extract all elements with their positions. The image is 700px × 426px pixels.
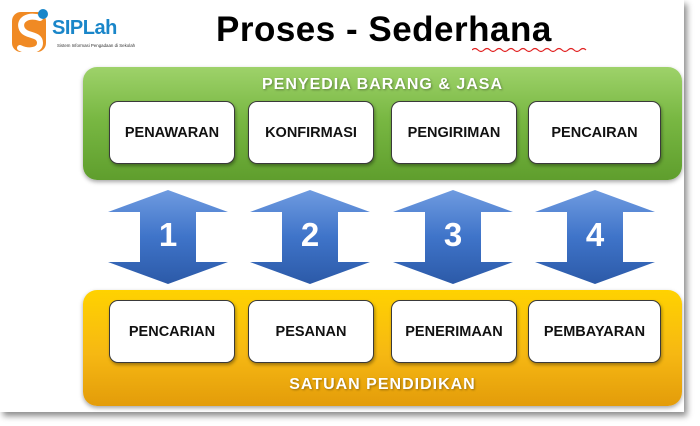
step-number: 3	[443, 216, 463, 253]
siplah-logo: SIPLah Sistem Informasi Pengadaan di Sek…	[10, 6, 170, 60]
slide: SIPLah Sistem Informasi Pengadaan di Sek…	[10, 6, 682, 406]
step-pencarian[interactable]: PENCARIAN	[109, 300, 235, 363]
logo-text: SIPLah	[52, 17, 117, 39]
page-title: Proses - Sederhana	[216, 10, 552, 49]
step-penawaran[interactable]: PENAWARAN	[109, 101, 235, 164]
step-pesanan[interactable]: PESANAN	[248, 300, 374, 363]
spellcheck-underline	[472, 47, 587, 53]
step-konfirmasi[interactable]: KONFIRMASI	[248, 101, 374, 164]
provider-label: PENYEDIA BARANG & JASA	[262, 76, 503, 93]
process-arrow-3: 3	[393, 190, 513, 284]
step-pembayaran[interactable]: PEMBAYARAN	[528, 300, 661, 363]
step-number: 4	[585, 216, 605, 253]
provider-band: PENYEDIA BARANG & JASA PENAWARAN KONFIRM…	[83, 67, 682, 180]
school-label: SATUAN PENDIDIKAN	[289, 376, 476, 393]
double-arrow-icon	[535, 190, 655, 284]
double-arrow-icon	[393, 190, 513, 284]
step-pengiriman[interactable]: PENGIRIMAN	[391, 101, 517, 164]
process-arrow-4: 4	[535, 190, 655, 284]
double-arrow-icon	[250, 190, 370, 284]
school-band: PENCARIAN PESANAN PENERIMAAN PEMBAYARAN …	[83, 290, 682, 406]
step-number: 1	[158, 216, 178, 253]
double-arrow-icon	[108, 190, 228, 284]
step-penerimaan[interactable]: PENERIMAAN	[391, 300, 517, 363]
step-number: 2	[300, 216, 320, 253]
siplah-logo-icon	[12, 9, 48, 54]
step-pencairan[interactable]: PENCAIRAN	[528, 101, 661, 164]
logo-subtitle: Sistem Informasi Pengadaan di Sekolah	[57, 43, 136, 48]
process-arrow-1: 1	[108, 190, 228, 284]
process-arrow-2: 2	[250, 190, 370, 284]
